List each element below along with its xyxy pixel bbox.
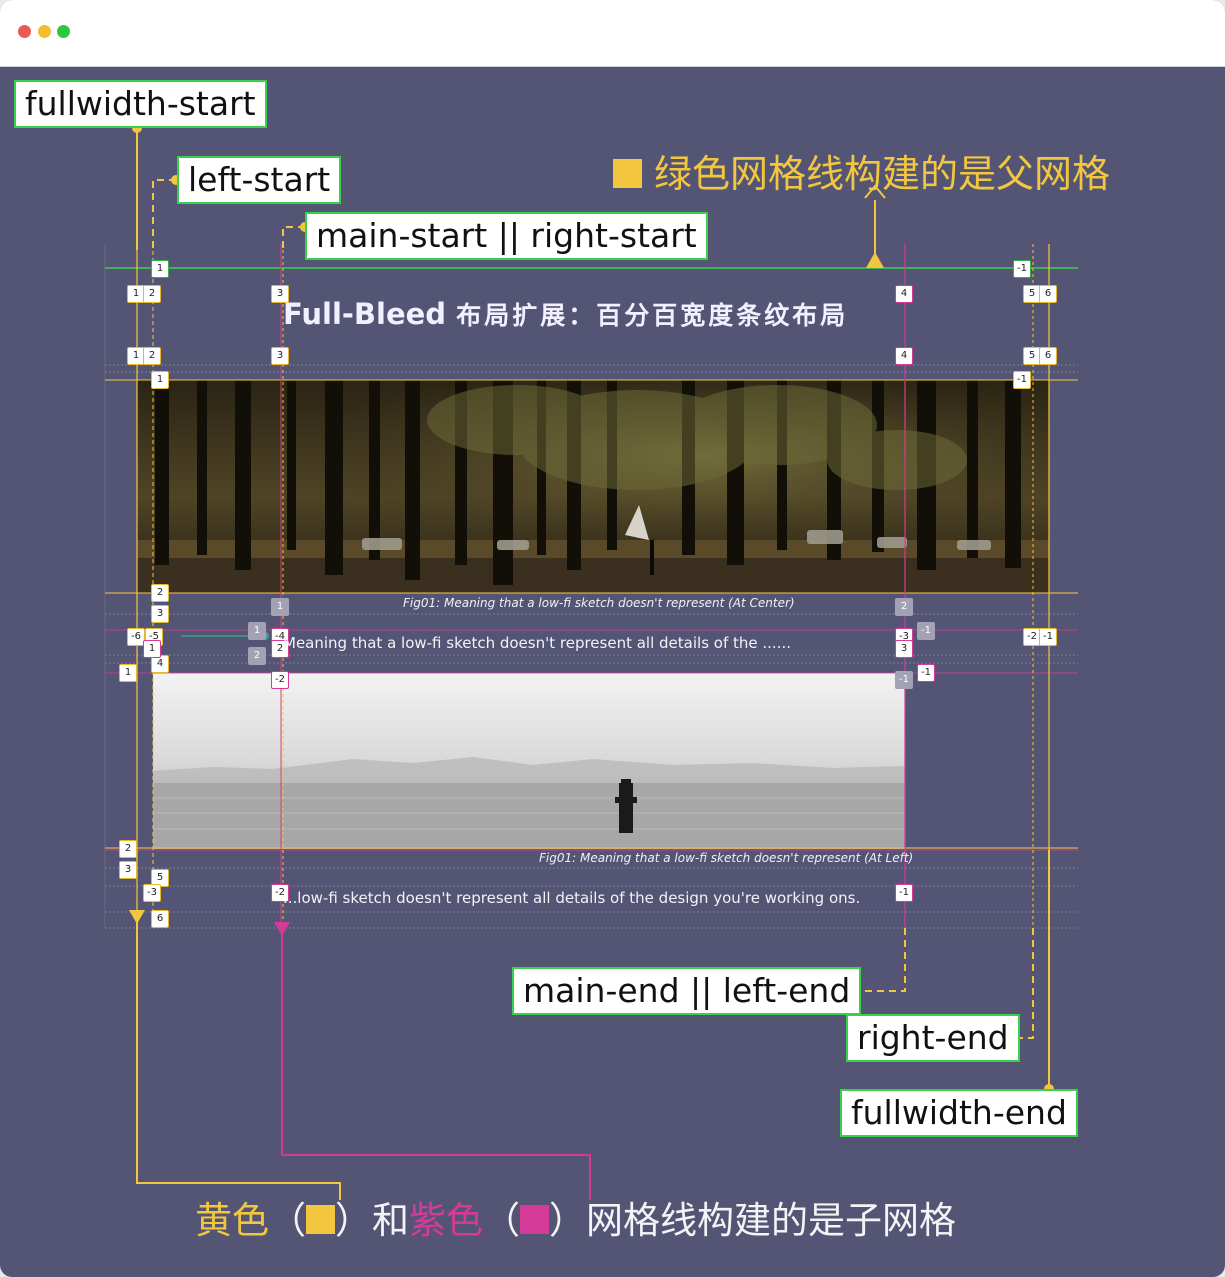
grid-chip: 3 [271,285,289,303]
legend-parent-grid: 绿色网格线构建的是父网格 [613,143,1110,198]
grid-chip: 3 [271,347,289,365]
grid-chip: 1 [248,622,266,640]
sea-image [153,673,905,849]
label-fullwidth-end: fullwidth-end [840,1089,1078,1137]
grid-chip: 2 [119,840,137,858]
purple-down-arrow-icon [274,922,290,936]
grid-chip: -2 [271,884,289,902]
maximize-button[interactable] [57,25,70,38]
body-text-2: ...low-fi sketch doesn't represent all d… [283,889,861,907]
grid-chip: 6 [151,910,169,928]
title-bar [0,0,1225,67]
grid-chip: 6 [1039,347,1057,365]
label-main-end: main-end || left-end [512,967,862,1015]
grid-chip: 1 [119,664,137,682]
grid-chip: 1 [151,371,169,389]
label-left-start: left-start [177,156,342,204]
forest-image [137,380,1049,593]
grid-chip: 2 [143,285,161,303]
grid-chip: 3 [895,640,913,658]
figure-caption-center: Fig01: Meaning that a low-fi sketch does… [403,596,795,610]
grid-chip: -1 [1013,371,1031,389]
grid-chip: -1 [895,671,913,689]
grid-chip: 2 [248,647,266,665]
grid-chip: -3 [143,884,161,902]
label-fullwidth-start: fullwidth-start [14,80,267,128]
close-button[interactable] [18,25,31,38]
grid-chip: 2 [143,347,161,365]
figure-caption-left: Fig01: Meaning that a low-fi sketch does… [539,851,914,865]
grid-chip: 4 [895,347,913,365]
up-chevron-icon [864,184,886,199]
grid-chip: 2 [895,598,913,616]
grid-chip: -2 [271,671,289,689]
grid-chip: -1 [1039,628,1057,646]
legend-child-grid: 黄色（）和紫色（）网格线构建的是子网格 [195,1199,956,1242]
grid-chip: 3 [151,605,169,623]
grid-chip: -1 [895,884,913,902]
grid-chip: -6 [127,628,145,646]
up-arrow-head-icon [866,252,884,268]
yellow-square-icon [306,1205,335,1234]
sea-photo [153,673,905,849]
grid-chip: 1 [151,260,169,278]
yellow-down-arrow-icon [129,910,145,924]
grid-chip: 3 [119,861,137,879]
body-text-1: Meaning that a low-fi sketch doesn't rep… [283,634,791,652]
page-title-cn: 布局扩展：百分百宽度条纹布局 [456,301,849,330]
grid-chip: 2 [271,640,289,658]
grid-chip: 1 [271,598,289,616]
purple-square-icon [520,1205,549,1234]
grid-chip: -1 [1013,260,1031,278]
page-title-en: Full-Bleed [283,297,447,331]
label-right-end: right-end [846,1014,1020,1062]
minimize-button[interactable] [38,25,51,38]
grid-chip: 4 [895,285,913,303]
forest-photo [137,380,1049,593]
grid-chip: -1 [917,664,935,682]
label-main-start: main-start || right-start [305,212,708,260]
grid-chip: 6 [1039,285,1057,303]
grid-chip: 1 [143,640,161,658]
yellow-square-icon [613,159,642,188]
page-title: Full-Bleed 布局扩展：百分百宽度条纹布局 [283,296,848,332]
grid-chip: -1 [917,622,935,640]
grid-chip: 2 [151,584,169,602]
